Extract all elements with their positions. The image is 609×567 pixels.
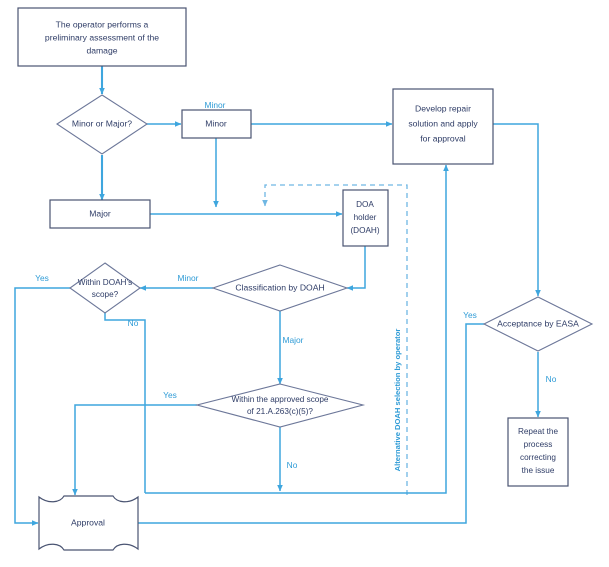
- node-within-scope-line-1: of 21.A.263(c)(5)?: [247, 407, 313, 416]
- node-minor[interactable]: Minor: [181, 109, 252, 139]
- annotation-alternative-doah-selection: Alternative DOAH selection by operator: [393, 329, 402, 472]
- label-scope-yes: Yes: [163, 390, 177, 400]
- node-minor-or-major-label: Minor or Major?: [72, 118, 132, 128]
- node-doaholder-line-0: DOA: [356, 200, 374, 209]
- node-acceptance-by-easa-decision[interactable]: Acceptance by EASA: [482, 296, 594, 352]
- node-within-approved-scope-decision[interactable]: Within the approved scope of 21.A.263(c)…: [194, 383, 366, 428]
- node-develop-line-2: for approval: [420, 133, 465, 143]
- edge-acceptance-yes-to-approval: [123, 323, 484, 526]
- node-repeat-process[interactable]: Repeat the process correcting the issue: [507, 417, 569, 487]
- edge-withindoah-yes-to-approval: [14, 287, 70, 526]
- node-develop-repair-solution[interactable]: Develop repair solution and apply for ap…: [392, 88, 494, 165]
- label-scope-no: No: [287, 460, 298, 470]
- node-major[interactable]: Major: [49, 199, 151, 229]
- label-classify-minor: Minor: [178, 273, 199, 283]
- node-repeat-line-0: Repeat the: [518, 427, 559, 436]
- label-doah-yes: Yes: [35, 273, 49, 283]
- node-within-doah-line-1: scope?: [92, 290, 119, 299]
- node-acceptance-label: Acceptance by EASA: [497, 318, 579, 328]
- label-easa-no: No: [546, 374, 557, 384]
- label-classify-major: Major: [283, 335, 304, 345]
- node-develop-line-1: solution and apply: [408, 118, 478, 128]
- node-within-doah-line-0: Within DOAH’s: [78, 278, 132, 287]
- node-repeat-line-2: correcting: [520, 453, 556, 462]
- node-preliminary-line-1: preliminary assessment of the: [45, 32, 159, 42]
- node-within-scope-line-0: Within the approved scope: [232, 395, 329, 404]
- node-repeat-line-3: the issue: [522, 466, 555, 475]
- edge-alternative-doah-dashed: [262, 184, 408, 495]
- node-minor-or-major-decision[interactable]: Minor or Major?: [55, 94, 149, 155]
- node-repeat-line-1: process: [524, 440, 553, 449]
- label-minor-branch: Minor: [205, 100, 226, 110]
- edge-bus-to-develop: [145, 164, 449, 494]
- node-preliminary-line-0: The operator performs a: [56, 19, 149, 29]
- node-develop-line-0: Develop repair: [415, 103, 471, 113]
- node-approval-label: Approval: [71, 517, 105, 527]
- edge-withinscope-yes-to-approval: [72, 404, 197, 496]
- node-doaholder-line-2: (DOAH): [350, 226, 379, 235]
- node-major-label: Major: [89, 208, 111, 218]
- node-classification-by-doah[interactable]: Classification by DOAH: [211, 264, 349, 312]
- edge-doaholder-to-classification: [346, 246, 366, 291]
- node-doaholder-line-1: holder: [354, 213, 377, 222]
- node-preliminary-assessment[interactable]: The operator performs a preliminary asse…: [17, 7, 187, 67]
- node-doa-holder[interactable]: DOA holder (DOAH): [342, 189, 389, 247]
- edge-withindoah-no: [104, 312, 146, 493]
- node-within-doah-scope-decision[interactable]: Within DOAH’s scope?: [69, 262, 141, 314]
- node-approval[interactable]: Approval: [38, 495, 139, 551]
- node-preliminary-line-2: damage: [86, 45, 117, 55]
- node-classification-label: Classification by DOAH: [235, 282, 324, 292]
- edge-develop-to-acceptance: [493, 123, 541, 297]
- node-minor-label: Minor: [205, 118, 227, 128]
- label-doah-no: No: [128, 318, 139, 328]
- label-easa-yes: Yes: [463, 310, 477, 320]
